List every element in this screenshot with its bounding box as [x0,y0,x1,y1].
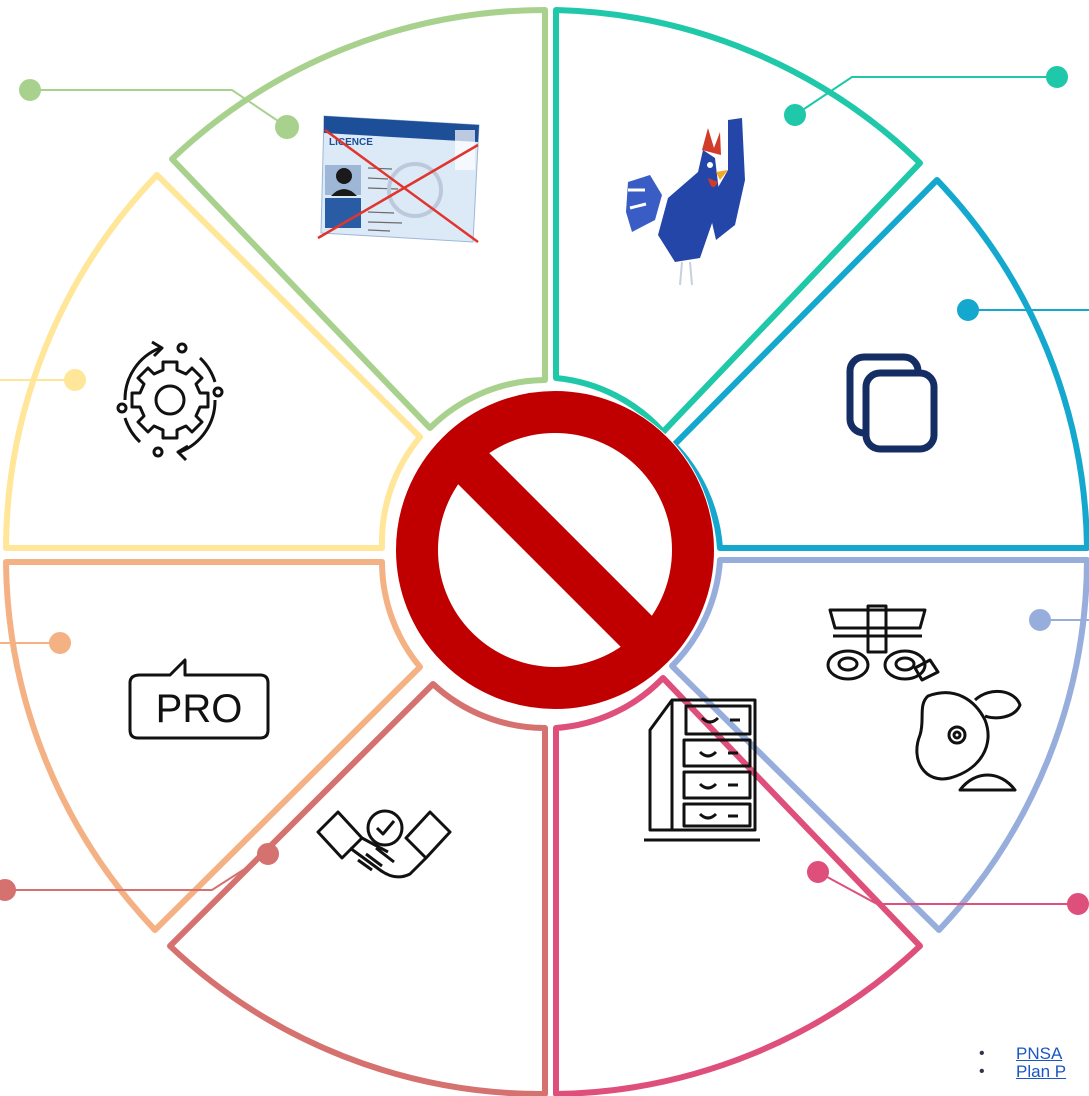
filing-cabinet-icon [644,698,760,842]
leader-dot-outer [19,79,41,101]
link-item: PNSA [976,1044,1066,1064]
leader-dot-inner [257,843,279,865]
rooster-icon [626,118,745,286]
segment-coq[interactable] [553,7,923,435]
crossed-licence-card-icon: LICENCE [317,115,480,244]
leader-dot-outer [1046,66,1068,88]
leader-equipment [1029,609,1089,631]
segment-archive[interactable] [553,675,923,1096]
gear-cycle-icon [116,340,224,462]
leader-dot-inner [784,104,806,126]
leader-dot-inner [275,115,299,139]
segment-handshake[interactable] [167,681,548,1096]
leader-dot-inner [807,861,829,883]
pro-speech-bubble-icon: PRO [128,658,270,740]
leader-coq [784,66,1068,126]
leader-archive [807,861,1089,915]
leader-dot-outer [0,879,16,901]
handshake-check-icon [316,809,452,879]
leader-dot-outer [1067,893,1089,915]
pnsa-link[interactable]: PNSA [1016,1044,1063,1063]
segment-licence[interactable] [169,7,548,431]
leader-pro [0,632,71,654]
leader-dot-inner [64,369,86,391]
climbing-harness-holds-icon [826,604,1022,792]
segment-pro[interactable] [3,559,423,933]
segment-equipment[interactable] [669,557,1089,933]
pro-badge-text: PRO [156,687,243,731]
prohibited-sign-icon [395,390,715,710]
licence-card-title: LICENCE [329,137,373,148]
reference-links: PNSA Plan P [976,1044,1067,1082]
segment-process[interactable] [3,172,423,551]
segment-copy[interactable] [671,177,1089,551]
leader-process [0,369,86,391]
leader-dot-inner [49,632,71,654]
copy-documents-icon [846,353,938,453]
leader-dot-inner [957,299,979,321]
leader-dot-inner [1029,609,1051,631]
leader-copy [957,299,1089,321]
link-item: Plan P [976,1062,1067,1082]
leader-handshake [0,843,279,901]
plan-p-link[interactable]: Plan P [1016,1062,1067,1081]
leader-licence [19,79,299,139]
